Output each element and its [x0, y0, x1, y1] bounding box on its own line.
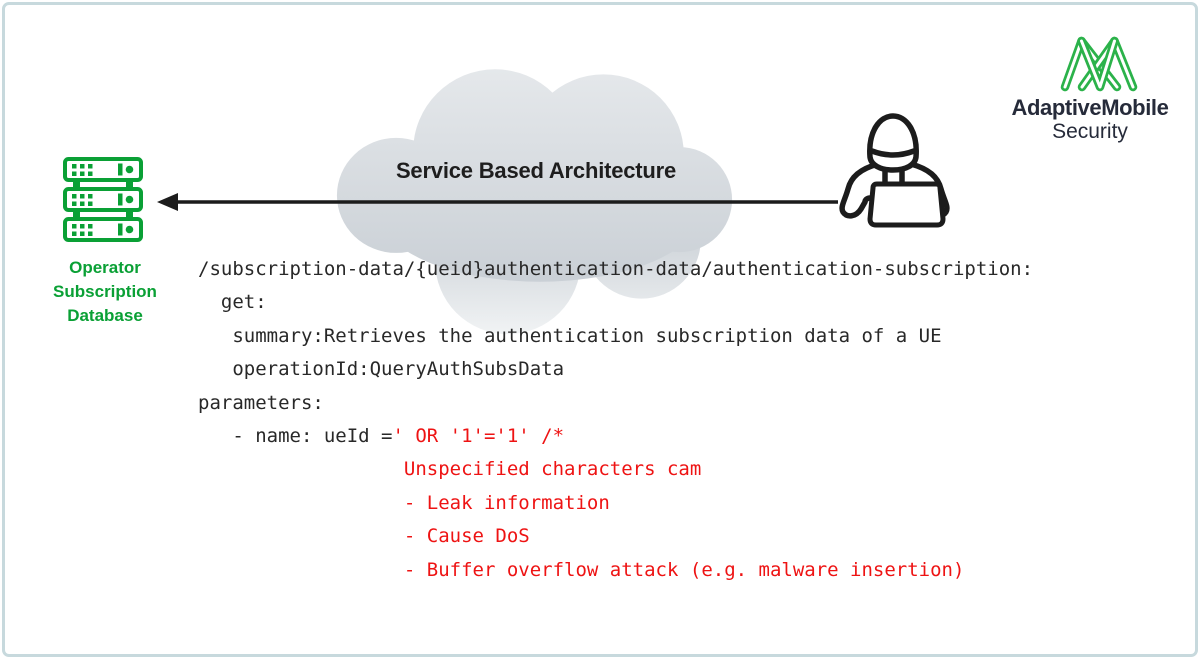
attacker-hacker-icon — [839, 113, 950, 228]
code-text: summary:Retrieves the authentication sub… — [198, 324, 942, 347]
hacker-laptop — [867, 181, 946, 228]
hacker-hood — [867, 113, 919, 173]
attack-arrow — [157, 193, 838, 211]
arrowhead-left — [157, 193, 178, 211]
database-label: Operator Subscription Database — [53, 258, 157, 325]
api-code-block: /subscription-data/{ueid}authentication-… — [198, 253, 1033, 587]
code-injection-text: - Cause DoS — [198, 525, 530, 548]
code-text: operationId:QueryAuthSubsData — [198, 358, 565, 381]
code-line: Unspecified characters cam — [198, 453, 1033, 486]
code-line: get: — [198, 286, 1033, 319]
code-injection-text: - Leak information — [198, 491, 610, 514]
hacker-face-line — [869, 148, 917, 158]
code-injection-text: - Buffer overflow attack (e.g. malware i… — [198, 558, 965, 581]
code-line: parameters: — [198, 387, 1033, 420]
logo-subtitle: Security — [1052, 120, 1128, 143]
database-server-icon — [63, 157, 143, 242]
logo-wordmark: AdaptiveMobile — [1011, 95, 1169, 120]
code-line: /subscription-data/{ueid}authentication-… — [198, 253, 1033, 286]
code-line: - name: ueId =' OR '1'='1' /* — [198, 420, 1033, 453]
code-line: - Cause DoS — [198, 520, 1033, 553]
adaptivemobile-logo: AdaptiveMobile Security — [1010, 34, 1170, 144]
cloud-title: Service Based Architecture — [395, 158, 677, 183]
code-text: parameters: — [198, 391, 324, 414]
code-text: - name: ueId = — [198, 425, 393, 448]
cloud-icon — [336, 69, 733, 335]
code-text: /subscription-data/{ueid}authentication-… — [198, 258, 1034, 280]
adaptivemobile-logo-icon — [1060, 36, 1138, 92]
code-text: get: — [198, 291, 267, 314]
code-injection-text: ' OR '1'='1' /* — [392, 425, 565, 448]
code-line: summary:Retrieves the authentication sub… — [198, 320, 1033, 353]
code-line: operationId:QueryAuthSubsData — [198, 353, 1033, 386]
code-line: - Buffer overflow attack (e.g. malware i… — [198, 554, 1033, 587]
code-injection-text: Unspecified characters cam — [198, 458, 702, 481]
code-line: - Leak information — [198, 487, 1033, 520]
cloud-lobes — [336, 69, 733, 335]
